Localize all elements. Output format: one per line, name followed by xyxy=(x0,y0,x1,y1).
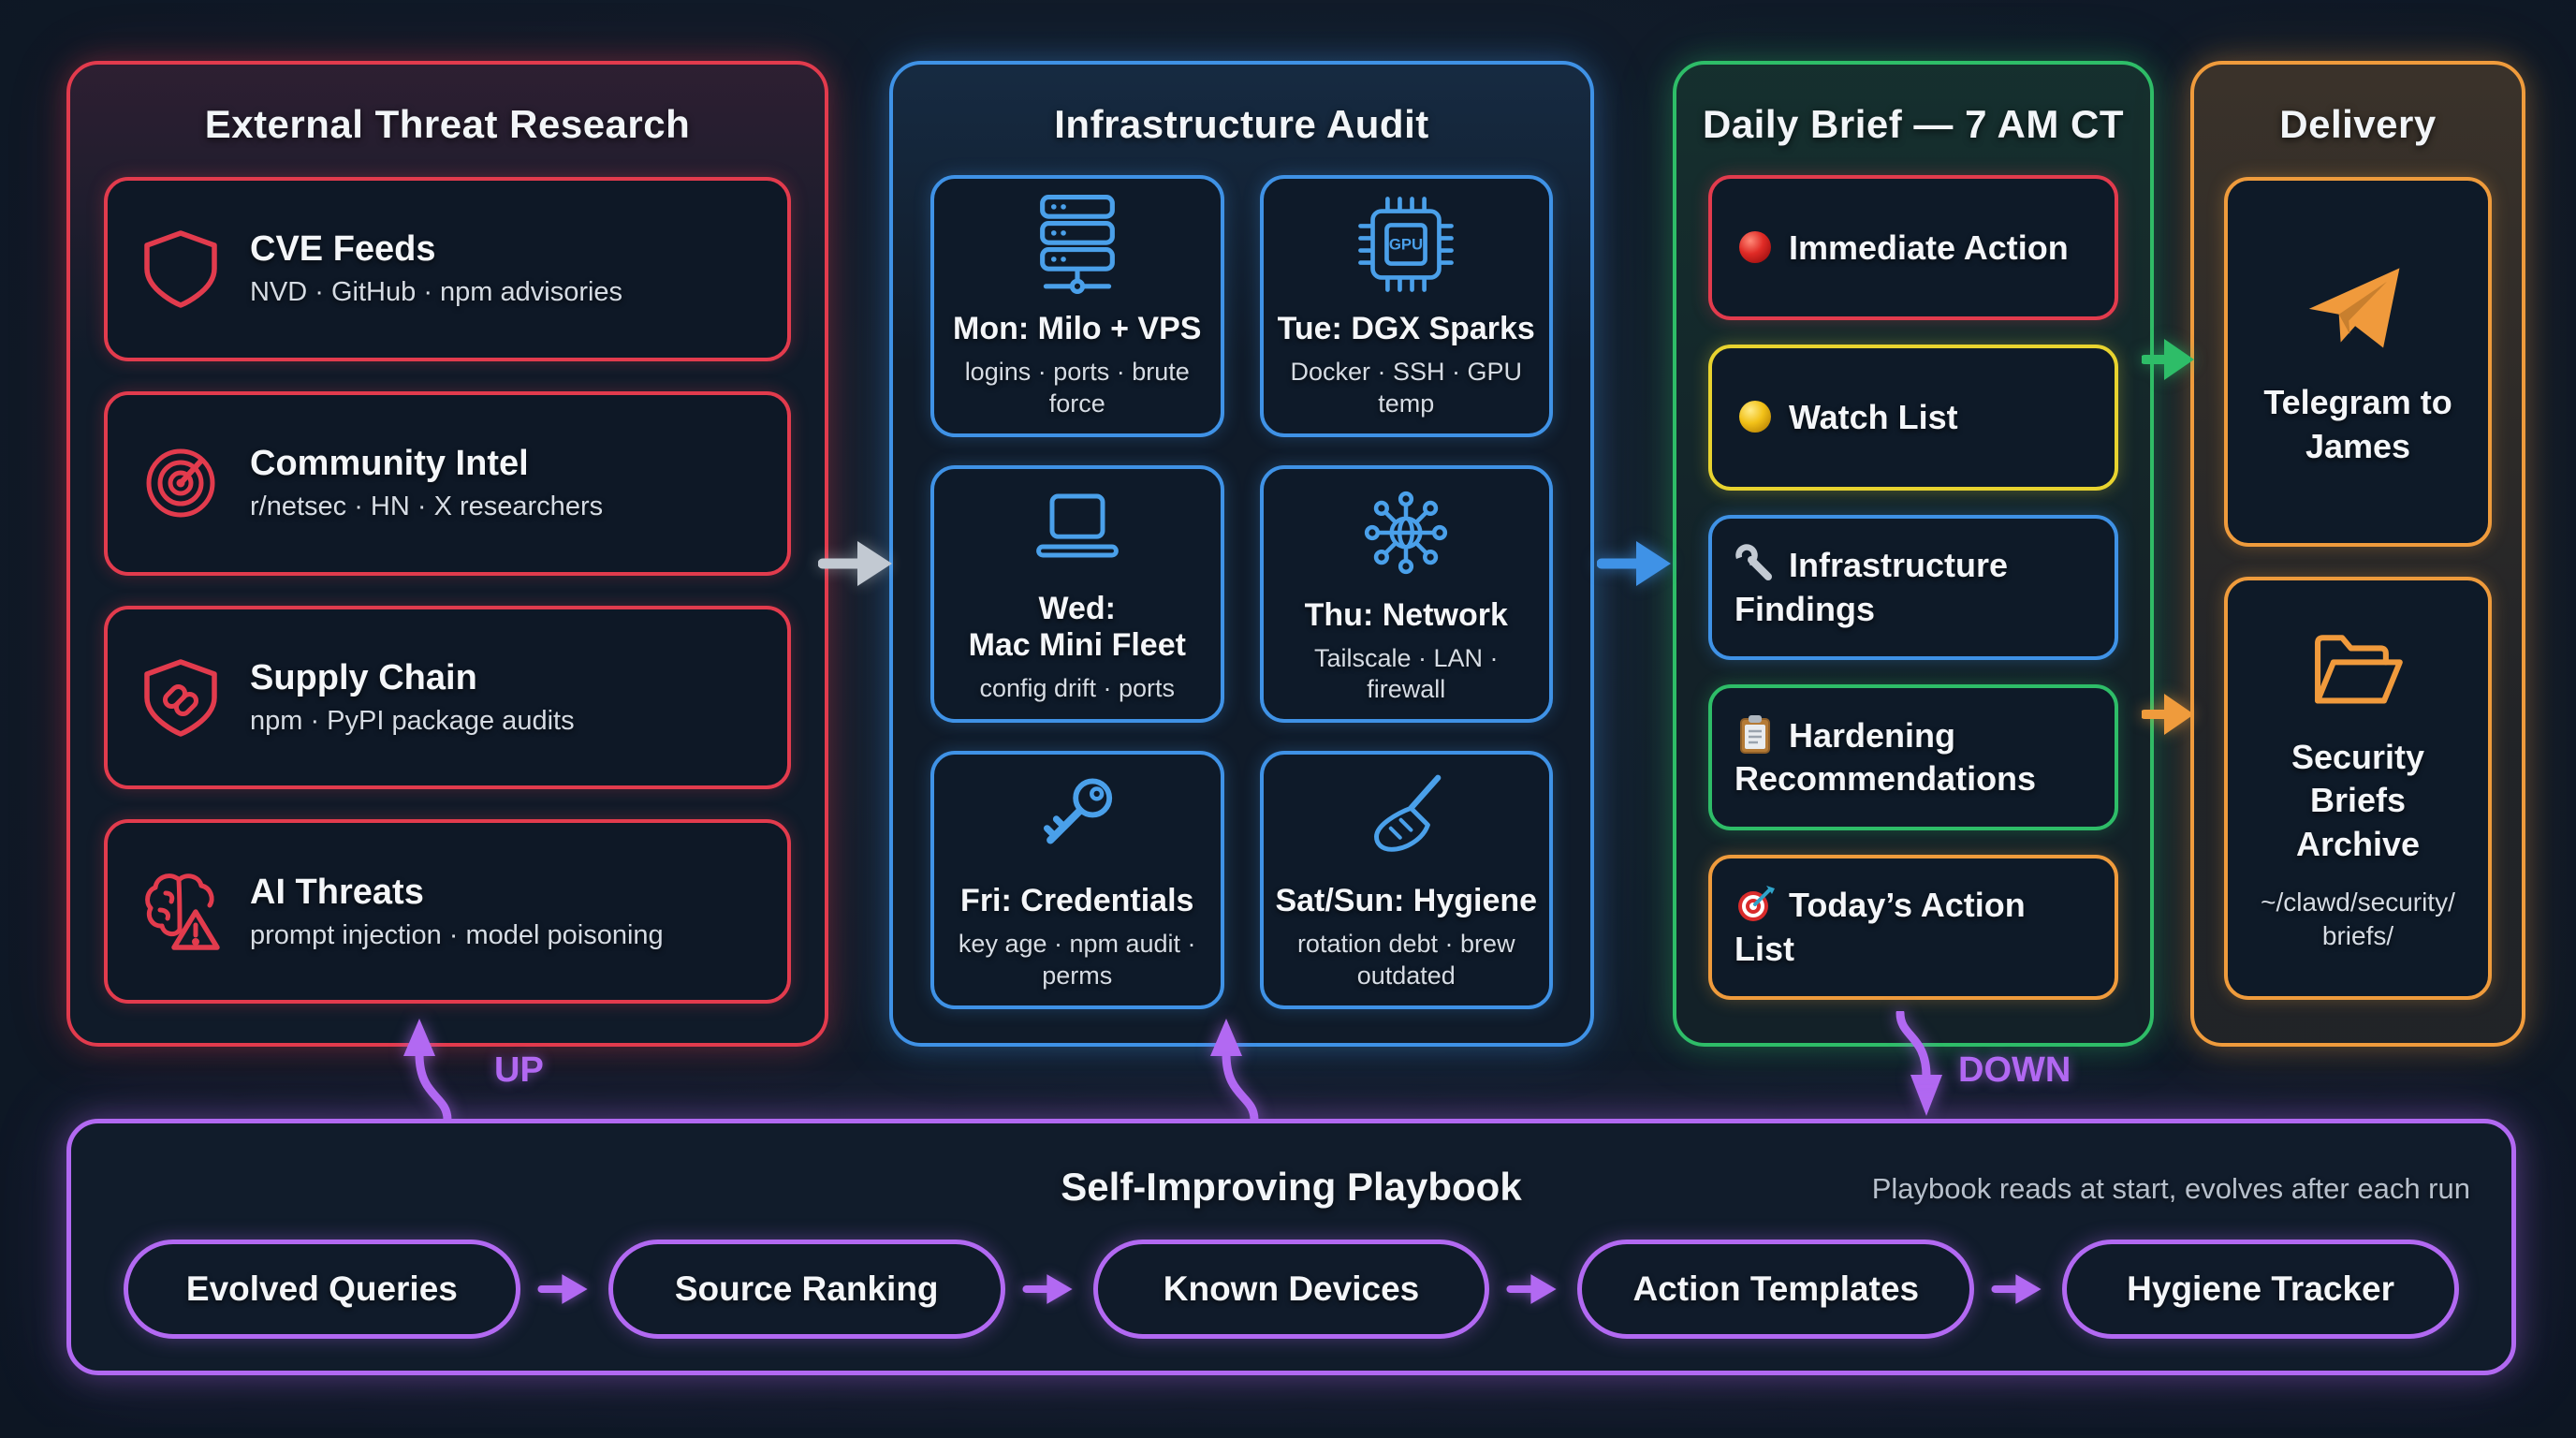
laptop-icon xyxy=(1027,483,1128,581)
up-arrow-to-threat xyxy=(403,1019,452,1122)
gpu-icon-text: GPU xyxy=(1389,236,1423,254)
card-title: Fri: Credentials xyxy=(960,883,1194,918)
card-immediate-action: Immediate Action xyxy=(1708,175,2118,321)
folder-open-icon xyxy=(2305,623,2410,717)
down-label: DOWN xyxy=(1958,1050,2071,1090)
panel-external-threat-research: External Threat Research CVE Feeds NVD ·… xyxy=(66,61,828,1047)
audit-card-grid: Mon: Milo + VPS logins · ports · brute f… xyxy=(930,175,1553,1009)
card-subtitle: prompt injection · model poisoning xyxy=(250,919,664,950)
card-title: Community Intel xyxy=(250,444,529,484)
panel-delivery: Delivery Telegram to James xyxy=(2190,61,2525,1047)
card-subtitle: NVD · GitHub · npm advisories xyxy=(250,277,623,308)
card-wed-mac-mini-fleet: Wed: Mac Mini Fleet config drift · ports xyxy=(930,464,1224,723)
card-title: CVE Feeds xyxy=(250,229,436,270)
card-todays-action-list: Today’s Action List xyxy=(1708,854,2118,1001)
up-arrow-to-audit xyxy=(1210,1019,1259,1122)
card-watch-list: Watch List xyxy=(1708,345,2118,491)
panel-title-audit: Infrastructure Audit xyxy=(1054,102,1429,146)
card-fri-credentials: Fri: Credentials key age · npm audit · p… xyxy=(930,751,1224,1009)
card-label: Infrastructure Findings xyxy=(1734,546,2009,629)
wrench-icon xyxy=(1735,544,1772,581)
card-infrastructure-findings: Infrastructure Findings xyxy=(1708,514,2118,661)
pill-arrow-icon xyxy=(535,1269,593,1310)
server-icon xyxy=(1025,192,1130,301)
card-supply-chain: Supply Chain npm · PyPI package audits xyxy=(104,605,791,790)
card-label: Today’s Action List xyxy=(1734,886,2026,968)
panel-title-threat: External Threat Research xyxy=(204,102,691,146)
pill-hygiene-tracker: Hygiene Tracker xyxy=(2062,1240,2459,1339)
brain-alert-icon xyxy=(136,869,226,955)
up-label: UP xyxy=(494,1050,544,1090)
card-hardening-recommendations: Hardening Recommendations xyxy=(1708,684,2118,830)
card-telegram: Telegram to James xyxy=(2224,177,2492,547)
pill-known-devices: Known Devices xyxy=(1092,1240,1490,1339)
playbook-pill-row: Evolved Queries Source Ranking Known Dev… xyxy=(124,1240,2459,1339)
card-title: Security Briefs Archive xyxy=(2291,737,2425,864)
playbook-title: Self-Improving Playbook xyxy=(1061,1165,1522,1209)
network-icon xyxy=(1355,482,1456,588)
shield-chain-icon xyxy=(136,654,226,741)
down-arrow-from-brief xyxy=(1895,1011,1942,1116)
card-label: Immediate Action xyxy=(1789,227,2069,267)
card-tue-dgx-sparks: GPU Tue: DGX Sparks Docker · SSH · GPU t… xyxy=(1259,175,1553,437)
pill-arrow-icon xyxy=(1020,1269,1078,1310)
shield-icon xyxy=(136,226,226,312)
card-subtitle: key age · npm audit · perms xyxy=(958,930,1196,990)
card-subtitle: r/netsec · HN · X researchers xyxy=(250,492,604,522)
card-label: Hardening Recommendations xyxy=(1734,715,2037,799)
card-label: Watch List xyxy=(1789,398,1958,437)
pill-evolved-queries: Evolved Queries xyxy=(124,1240,520,1339)
card-title: Wed: Mac Mini Fleet xyxy=(968,590,1186,663)
card-mon-milo-vps: Mon: Milo + VPS logins · ports · brute f… xyxy=(930,175,1224,437)
playbook-note: Playbook reads at start, evolves after e… xyxy=(1871,1172,2470,1205)
card-subtitle: Tailscale · LAN · firewall xyxy=(1313,643,1499,704)
gpu-chip-icon: GPU xyxy=(1354,192,1458,301)
card-subtitle: config drift · ports xyxy=(979,673,1176,702)
key-icon xyxy=(1027,768,1128,873)
clipboard-icon xyxy=(1740,714,1770,754)
flow-arrow-brief-to-telegram xyxy=(2142,339,2194,380)
card-community-intel: Community Intel r/netsec · HN · X resear… xyxy=(104,390,791,576)
card-cve-feeds: CVE Feeds NVD · GitHub · npm advisories xyxy=(104,177,791,361)
target-icon xyxy=(1738,886,1775,922)
pill-arrow-icon xyxy=(1989,1269,2047,1310)
card-ai-threats: AI Threats prompt injection · model pois… xyxy=(104,819,791,1004)
card-subtitle: rotation debt · brew outdated xyxy=(1296,930,1515,990)
panel-self-improving-playbook: Self-Improving Playbook Playbook reads a… xyxy=(66,1119,2516,1375)
card-satsun-hygiene: Sat/Sun: Hygiene rotation debt · brew ou… xyxy=(1259,751,1553,1009)
panel-title-brief: Daily Brief — 7 AM CT xyxy=(1702,102,2125,146)
telegram-icon xyxy=(2304,255,2412,362)
yellow-dot-icon xyxy=(1739,401,1771,433)
flow-arrow-threat-to-audit xyxy=(818,541,892,586)
flow-arrow-brief-to-archive xyxy=(2142,694,2194,735)
card-title: Sat/Sun: Hygiene xyxy=(1275,883,1538,918)
card-path: ~/clawd/security/ briefs/ xyxy=(2261,888,2455,951)
delivery-card-list: Telegram to James Security Briefs Archiv… xyxy=(2224,177,2492,1000)
red-dot-icon xyxy=(1739,230,1771,263)
card-subtitle: logins · ports · brute force xyxy=(964,358,1190,418)
radar-icon xyxy=(136,440,226,526)
card-subtitle: Docker · SSH · GPU temp xyxy=(1290,358,1523,418)
card-thu-network: Thu: Network Tailscale · LAN · firewall xyxy=(1259,464,1553,723)
card-title: Tue: DGX Sparks xyxy=(1277,311,1535,346)
flow-arrow-audit-to-brief xyxy=(1597,541,1671,586)
pill-action-templates: Action Templates xyxy=(1577,1240,1975,1339)
card-title: Mon: Milo + VPS xyxy=(953,311,1202,346)
card-security-briefs-archive: Security Briefs Archive ~/clawd/security… xyxy=(2224,576,2492,1000)
card-subtitle: npm · PyPI package audits xyxy=(250,705,575,736)
threat-card-list: CVE Feeds NVD · GitHub · npm advisories … xyxy=(104,177,791,1004)
card-title: AI Threats xyxy=(250,872,424,912)
panel-daily-brief: Daily Brief — 7 AM CT Immediate Action xyxy=(1673,61,2154,1047)
pill-arrow-icon xyxy=(1504,1269,1562,1310)
brief-card-list: Immediate Action Watch List Infrastructu… xyxy=(1708,175,2118,1001)
card-title: Thu: Network xyxy=(1304,596,1508,633)
pill-source-ranking: Source Ranking xyxy=(607,1240,1005,1339)
panel-title-delivery: Delivery xyxy=(2279,102,2437,146)
panel-infrastructure-audit: Infrastructure Audit xyxy=(889,61,1594,1047)
card-title: Telegram to James xyxy=(2263,382,2452,465)
card-title: Supply Chain xyxy=(250,657,477,697)
broom-icon xyxy=(1355,768,1456,873)
